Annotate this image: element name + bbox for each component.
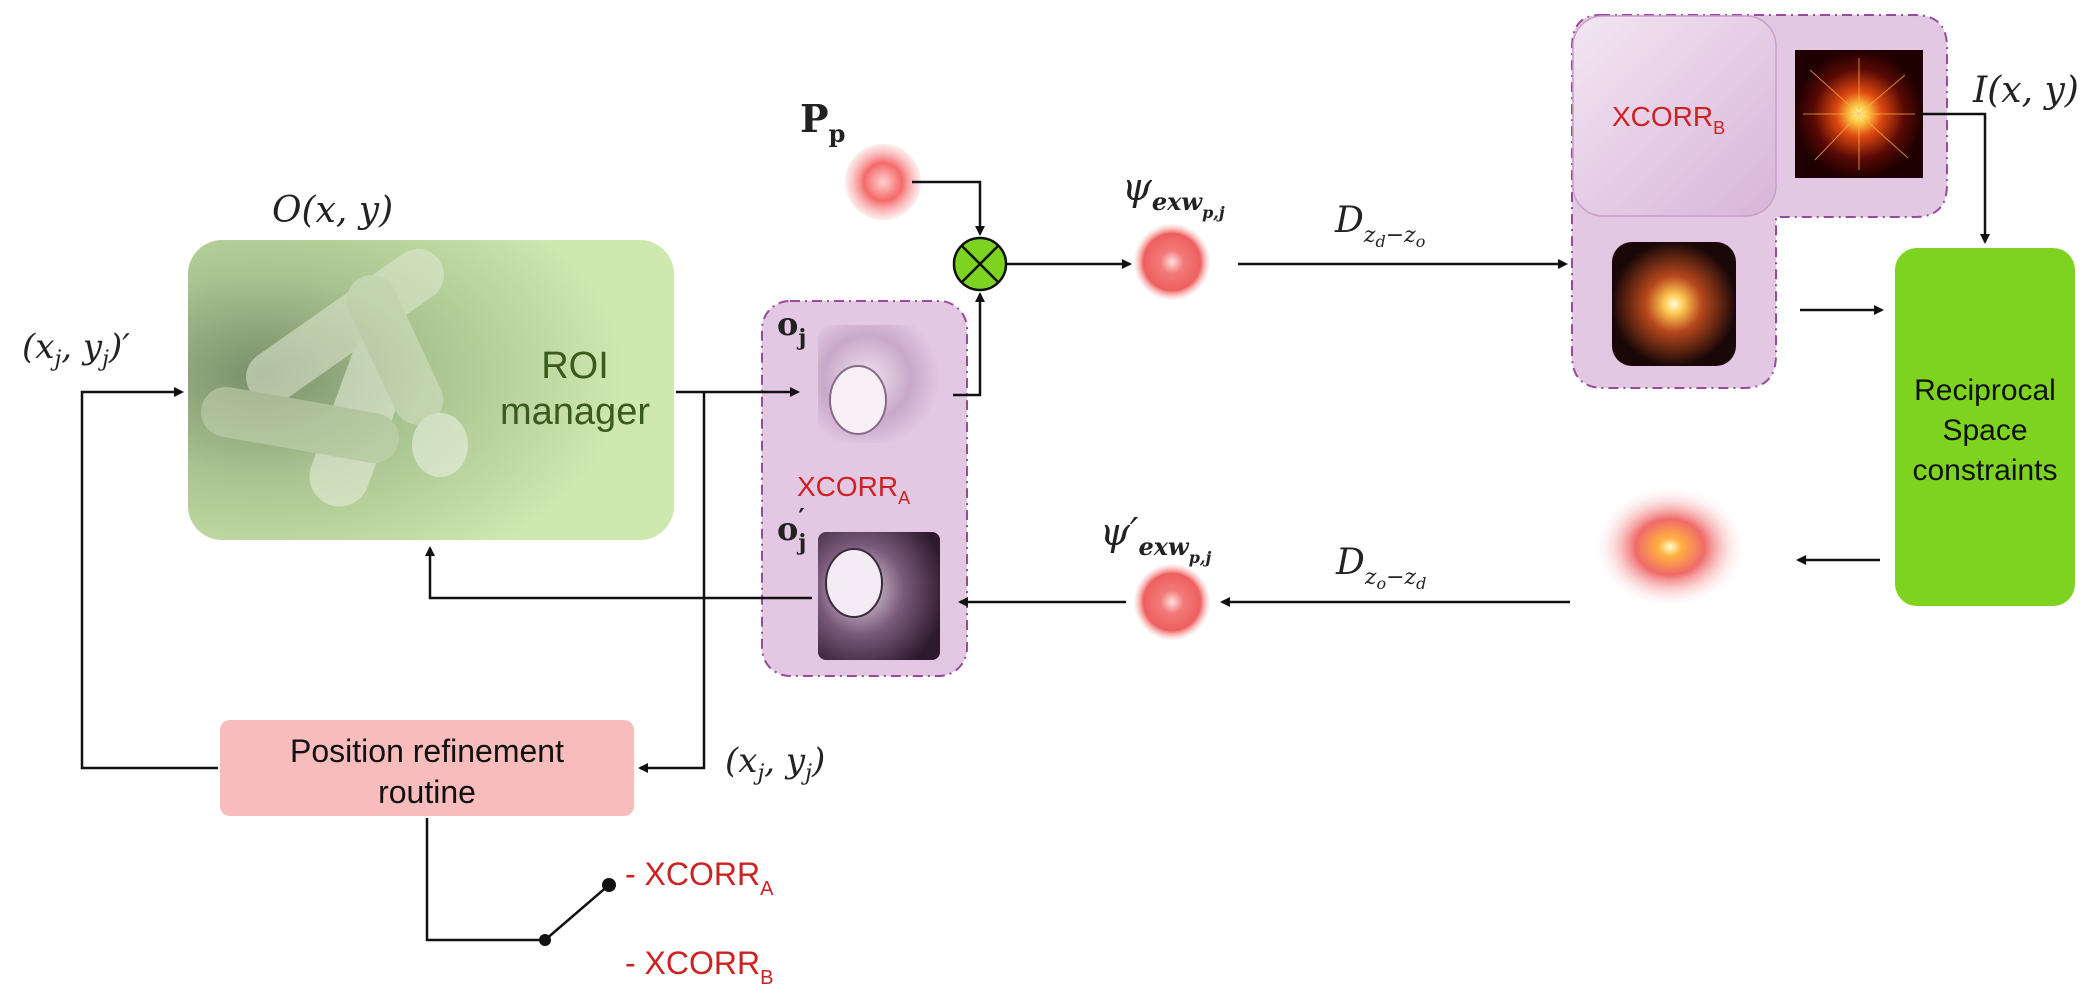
multiply-node bbox=[952, 236, 1008, 292]
xcorr-a-label: XCORRA bbox=[797, 471, 910, 508]
refine-line1: Position refinement bbox=[290, 733, 564, 769]
switch-xcorr-a-label: - XCORRA bbox=[625, 856, 774, 900]
reciprocal-line2: Space bbox=[1942, 414, 2027, 447]
arrow-probe-to-multiply bbox=[912, 180, 985, 236]
reciprocal-line1: Reciprocal bbox=[1914, 374, 2056, 407]
arrow-intensity-to-reciprocal bbox=[1922, 112, 1990, 244]
xcorr-a-box: oj oj′ XCORRA bbox=[761, 300, 968, 677]
arrow-ojp-to-roi bbox=[425, 546, 812, 600]
switch-arm bbox=[544, 884, 610, 941]
diffraction-rays bbox=[1803, 58, 1915, 170]
oj-bacterium bbox=[829, 365, 887, 435]
refine-line2: routine bbox=[378, 774, 476, 810]
updated-diffraction-blob bbox=[1593, 485, 1747, 609]
position-refinement-box: Position refinement routine bbox=[220, 720, 634, 816]
propagate-back-label: Dzo−zd bbox=[1335, 542, 1426, 593]
arrow-refinement-to-roi bbox=[80, 387, 218, 770]
reciprocal-space-box: Reciprocal Space constraints bbox=[1895, 248, 2075, 606]
arrow-oj-to-multiply bbox=[953, 292, 985, 397]
propagate-forward-label: Dzd−zo bbox=[1334, 200, 1425, 251]
intensity-label: I(x, y) bbox=[1972, 70, 2079, 111]
roi-manager-box: ROI manager bbox=[188, 240, 674, 540]
arrow-roi-to-refinement bbox=[638, 392, 706, 773]
bacteria-image bbox=[201, 248, 468, 507]
psi-label: ψexwp,j bbox=[1122, 165, 1225, 222]
probe-blob bbox=[845, 144, 921, 220]
reciprocal-line3: constraints bbox=[1912, 454, 2057, 487]
roi-manager-line2: manager bbox=[500, 391, 650, 433]
coords-prime-label: (xj, yj)′ bbox=[22, 327, 130, 372]
oj-label: oj bbox=[777, 305, 806, 351]
xcorr-b-label: XCORRB bbox=[1612, 101, 1725, 138]
switch-pivot bbox=[539, 934, 551, 946]
probe-label: Pp bbox=[800, 96, 845, 148]
updated-exit-wave-blob bbox=[1134, 564, 1210, 640]
switch-contact-a bbox=[602, 878, 616, 892]
connectors bbox=[80, 112, 1990, 942]
exit-wave-blob bbox=[1134, 224, 1210, 300]
psi-prime-label: ψ′exwp,j bbox=[1100, 510, 1211, 567]
ojp-bacterium bbox=[825, 548, 883, 618]
xcorr-b-box: XCORRB bbox=[1571, 14, 1948, 389]
object-label: O(x, y) bbox=[272, 190, 393, 231]
line-refinement-to-switch bbox=[425, 818, 545, 942]
ojp-label: oj′ bbox=[777, 503, 806, 556]
coords-label: (xj, yj) bbox=[725, 741, 825, 786]
switch-xcorr-b-label: - XCORRB bbox=[625, 945, 773, 989]
roi-manager-line1: ROI bbox=[541, 345, 609, 387]
propagated-diffraction-image bbox=[1612, 242, 1736, 366]
